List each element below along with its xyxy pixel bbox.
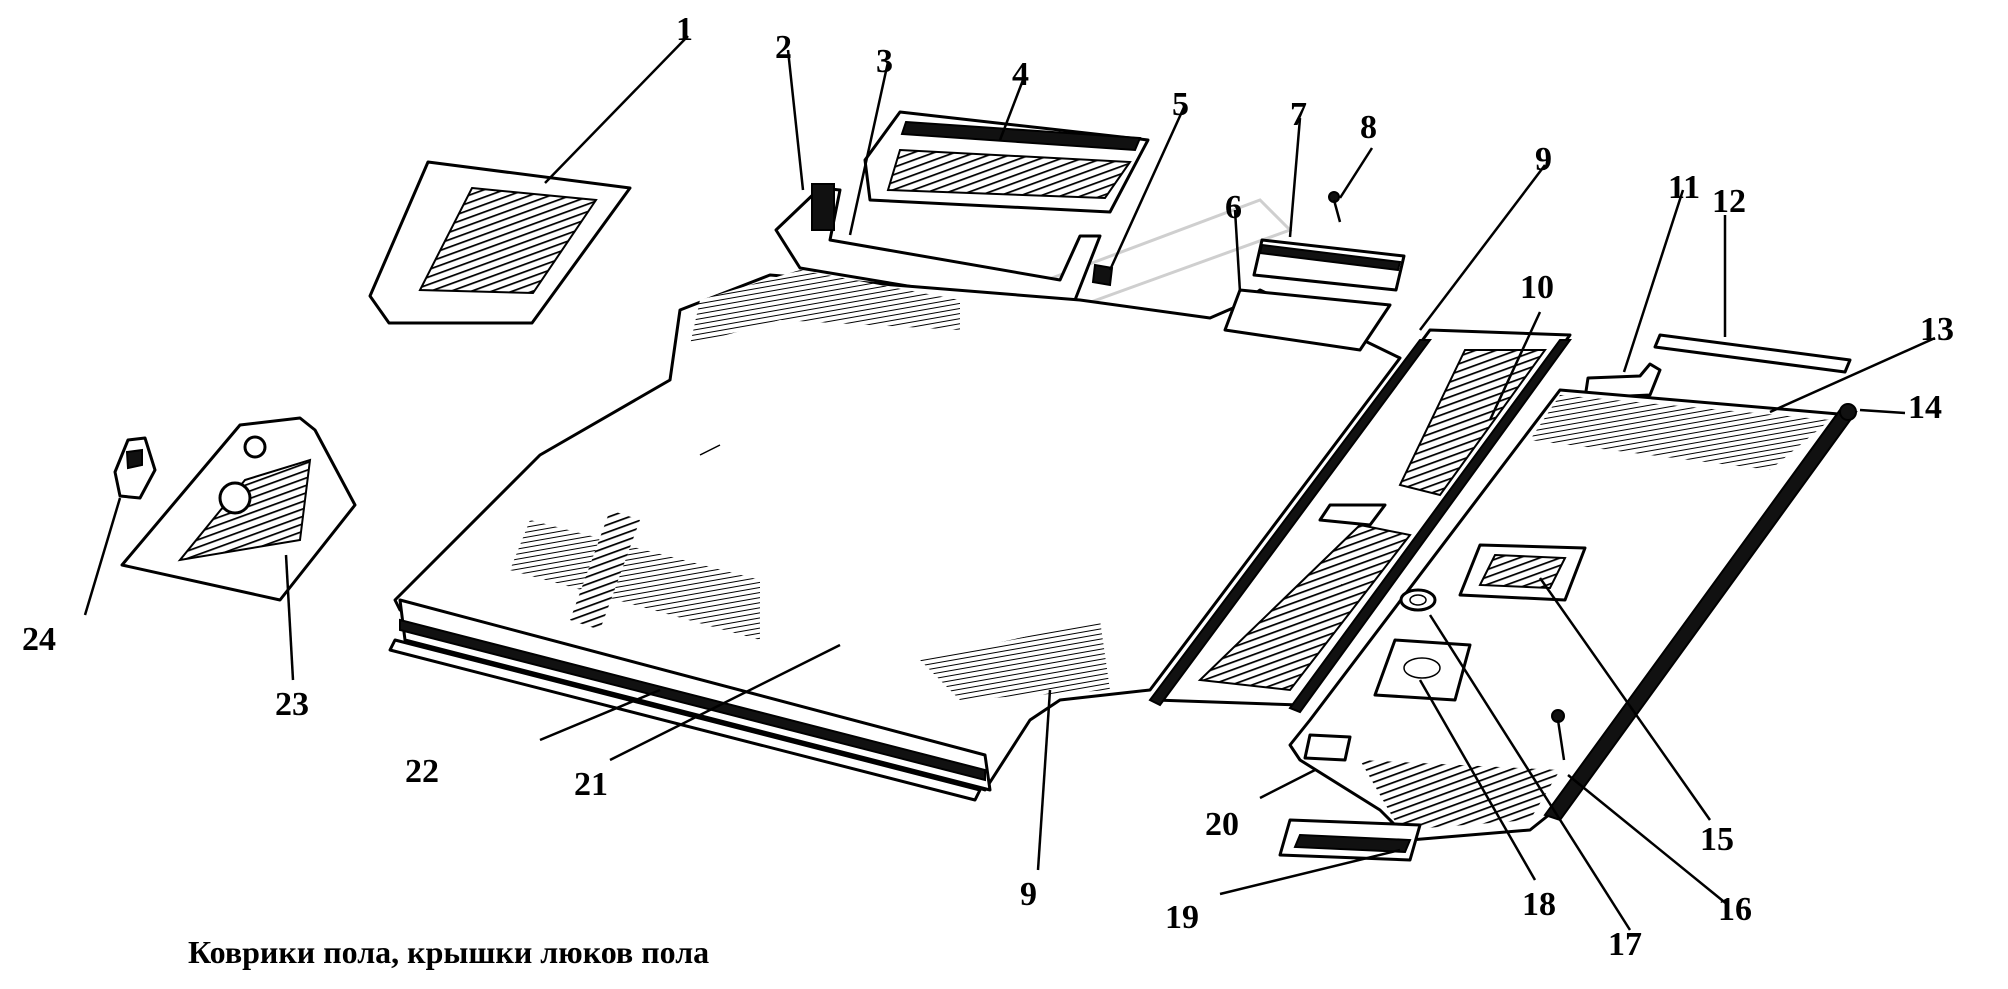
callout-9-bottom: 9	[1020, 876, 1037, 913]
part-10-tunnel-mat	[1148, 328, 1572, 714]
callout-11: 11	[1668, 169, 1700, 206]
part-4-hatch-cover	[863, 110, 1150, 214]
callout-17: 17	[1608, 926, 1642, 963]
callout-15: 15	[1700, 821, 1734, 858]
part-12-strip	[1653, 333, 1852, 374]
callouts: 1 2 3 4 5 6 7 8 9 10 11 12 13 14 15 16 1…	[22, 11, 1954, 963]
part-22-edge-strip	[388, 598, 992, 802]
callout-20: 20	[1205, 806, 1239, 843]
callout-10: 10	[1520, 269, 1554, 306]
part-16-pin	[1551, 709, 1566, 761]
callout-1: 1	[676, 11, 693, 48]
part-17-grommet	[1399, 588, 1437, 612]
part-21-main-floor-panel	[393, 270, 1402, 792]
callout-4: 4	[1012, 56, 1029, 93]
part-15-hatch-cover	[1458, 543, 1587, 602]
callout-12: 12	[1712, 183, 1746, 220]
callout-13: 13	[1920, 311, 1954, 348]
part-8-bolt	[1328, 191, 1342, 223]
callout-16: 16	[1718, 891, 1752, 928]
part-1-floor-mat	[368, 160, 632, 325]
callout-6: 6	[1225, 189, 1242, 226]
callout-23: 23	[275, 686, 309, 723]
callout-9-top: 9	[1535, 141, 1552, 178]
callout-8: 8	[1360, 109, 1377, 146]
leader-lines	[83, 35, 1936, 931]
callout-21: 21	[574, 766, 608, 803]
part-13-14-right-floor-panel	[1288, 388, 1858, 842]
callout-24: 24	[22, 621, 56, 658]
diagram-caption: Коврики пола, крышки люков пола	[188, 934, 710, 970]
part-23-side-mat	[120, 416, 357, 602]
callout-19: 19	[1165, 899, 1199, 936]
callout-22: 22	[405, 753, 439, 790]
callout-5: 5	[1172, 86, 1189, 123]
part-24-clip	[113, 436, 157, 500]
part-18-cover-plate	[1373, 638, 1472, 702]
part-6-7-plates	[1223, 238, 1406, 352]
callout-18: 18	[1522, 886, 1556, 923]
part-19-20-lower-mats	[1278, 733, 1422, 862]
callout-3: 3	[876, 43, 893, 80]
callout-2: 2	[775, 29, 792, 66]
callout-7: 7	[1290, 96, 1307, 133]
callout-14: 14	[1908, 389, 1942, 426]
